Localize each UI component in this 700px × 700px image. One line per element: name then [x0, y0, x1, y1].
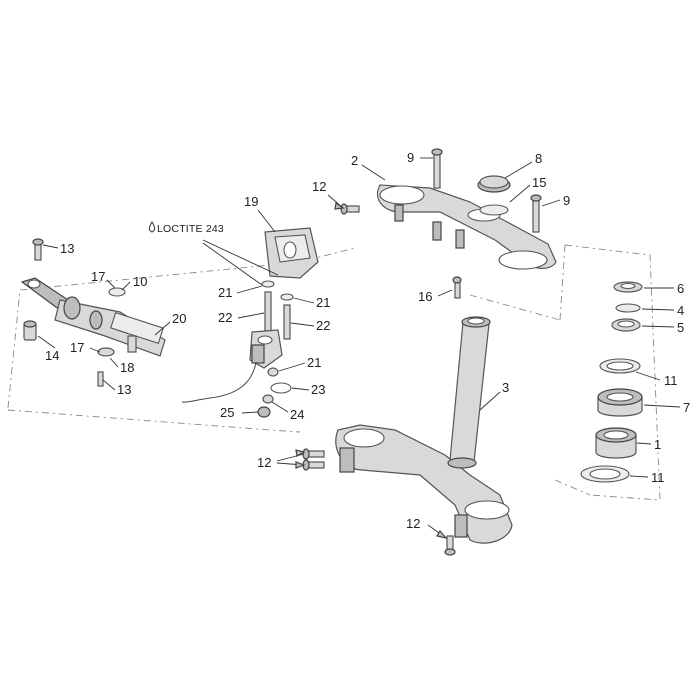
damper-hardware: [23, 238, 126, 387]
callout-17: 17: [91, 269, 105, 284]
callout-24: 24: [290, 407, 304, 422]
callout-21: 21: [316, 295, 330, 310]
callout-20: 20: [172, 311, 186, 326]
callout-11: 11: [664, 373, 678, 388]
loctite-label: LOCTITE 243: [157, 223, 224, 235]
callout-5: 5: [677, 320, 684, 335]
callout-21: 21: [307, 355, 321, 370]
callout-11: 11: [651, 470, 665, 485]
callout-12: 12: [312, 179, 326, 194]
steering-damper: [20, 277, 166, 357]
callout-17: 17: [70, 340, 84, 355]
upper-bolts: [340, 148, 542, 233]
callout-14: 14: [45, 348, 59, 363]
callout-13: 13: [60, 241, 74, 256]
top-nut: [477, 175, 511, 216]
callout-22: 22: [218, 310, 232, 325]
bolt-16: [452, 276, 462, 299]
callout-21: 21: [218, 285, 232, 300]
callout-25: 25: [220, 405, 234, 420]
callout-18: 18: [120, 360, 134, 375]
lower-triple-clamp: [335, 316, 513, 544]
callout-1: 1: [654, 437, 661, 452]
damper-bracket: [264, 227, 319, 279]
callout-9: 9: [407, 150, 414, 165]
callout-19: 19: [244, 194, 258, 209]
callout-22: 22: [316, 318, 330, 333]
callout-8: 8: [535, 151, 542, 166]
callout-3: 3: [502, 380, 509, 395]
lower-bolts: [302, 448, 456, 556]
callout-10: 10: [133, 274, 147, 289]
callout-6: 6: [677, 281, 684, 296]
callout-7: 7: [683, 400, 690, 415]
upper-triple-clamp: [377, 184, 557, 270]
callout-15: 15: [532, 175, 546, 190]
arrowheads: [295, 201, 448, 539]
callout-labels: 2 9 8 15 9 12 19 13 17 10 20 14 17 18 13…: [45, 150, 690, 531]
callout-16: 16: [418, 289, 432, 304]
callout-2: 2: [351, 153, 358, 168]
callout-4: 4: [677, 303, 684, 318]
callout-12: 12: [406, 516, 420, 531]
callout-9: 9: [563, 193, 570, 208]
reference-lines: [7, 244, 661, 501]
drop-icon: [148, 221, 156, 233]
sensor-assembly: [181, 280, 294, 418]
callout-23: 23: [311, 382, 325, 397]
callout-13: 13: [117, 382, 131, 397]
callout-12: 12: [257, 455, 271, 470]
loctite-note: LOCTITE 243: [148, 221, 224, 235]
bearing-stack: [580, 281, 643, 483]
